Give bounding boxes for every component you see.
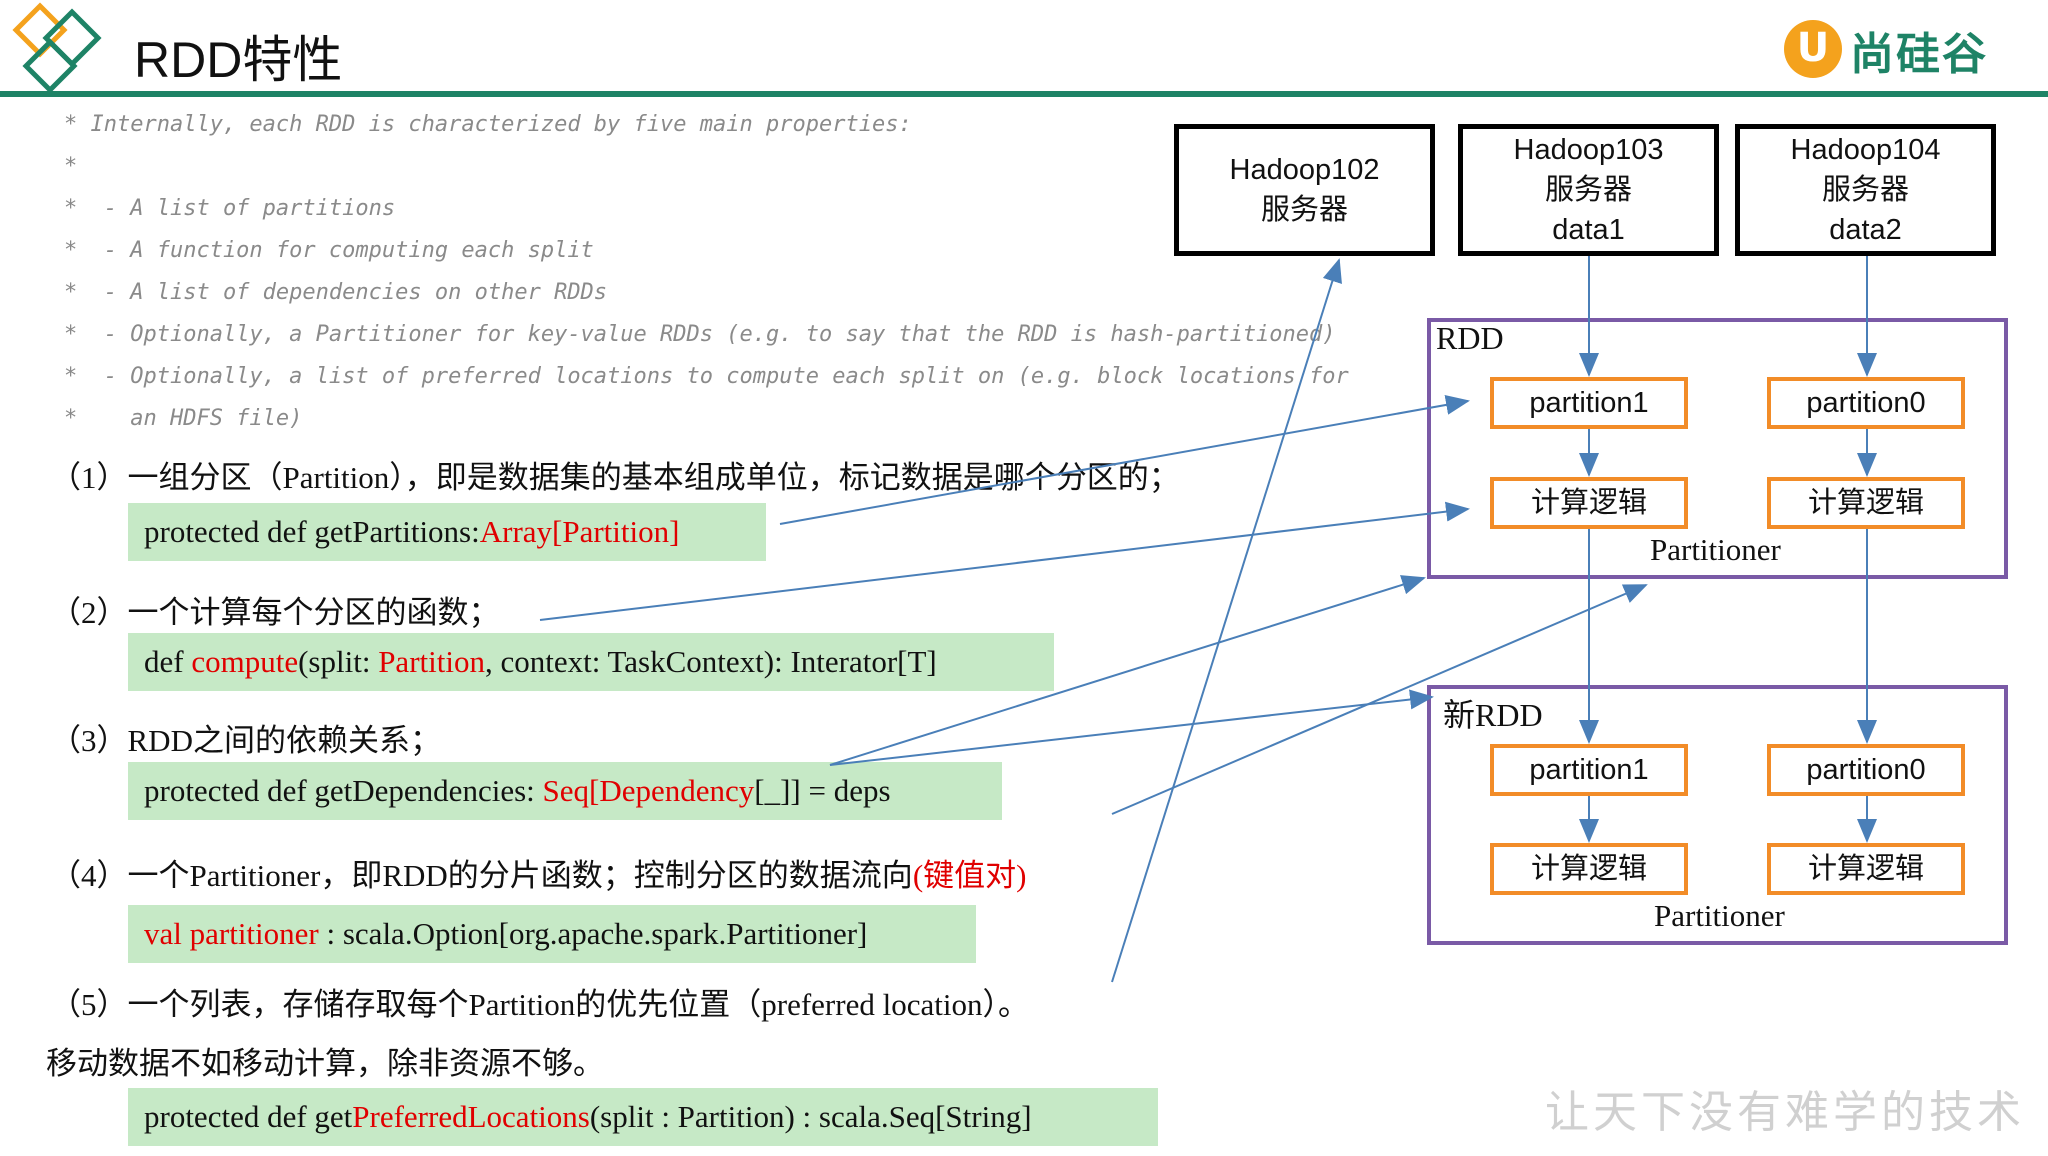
property-2-desc: （2）一个计算每个分区的函数；: [50, 595, 500, 630]
code-text: (split:: [298, 644, 379, 679]
code-text: protected def getPartitions:: [144, 514, 480, 549]
new-rdd-partition1: partition1: [1490, 744, 1688, 796]
code-highlight: Array[Partition]: [479, 514, 680, 549]
server-name: Hadoop103: [1513, 134, 1664, 166]
property-3-desc: （3）RDD之间的依赖关系；: [50, 723, 441, 758]
property-5-desc: （5）一个列表，存储存取每个Partition的优先位置（preferred l…: [50, 987, 1029, 1022]
new-rdd-partitioner-label: Partitioner: [1654, 898, 1785, 933]
server-data: data1: [1552, 214, 1625, 246]
rdd-partitioner-label: Partitioner: [1650, 532, 1781, 567]
code-highlight: Partition: [378, 644, 485, 679]
new-rdd-partition0: partition0: [1767, 744, 1965, 796]
property-5-note: 移动数据不如移动计算，除非资源不够。: [46, 1046, 604, 1081]
code-highlight: val partitioner: [144, 916, 319, 951]
property-4-desc: （4）一个Partitioner，即RDD的分片函数；控制分区的数据流向(键值对…: [50, 850, 1026, 895]
brand-logo-icon: U: [1784, 20, 1842, 78]
code-text: (split : Partition) : scala.Seq[String]: [589, 1099, 1032, 1134]
server-role: 服务器: [1260, 194, 1348, 226]
comment-line: * - A list of dependencies on other RDDs: [64, 280, 608, 305]
rdd-partition0: partition0: [1767, 377, 1965, 429]
server-role: 服务器: [1821, 174, 1909, 206]
property-3-code: protected def getDependencies: Seq[Depen…: [128, 762, 1002, 820]
comment-line: * - A function for computing each split: [64, 238, 594, 263]
code-text: def: [144, 644, 192, 679]
code-highlight: compute: [191, 644, 299, 679]
property-4-code: val partitioner : scala.Option[org.apach…: [128, 905, 976, 963]
new-rdd-label: 新RDD: [1443, 697, 1543, 733]
rdd-logic-0: 计算逻辑: [1767, 477, 1965, 529]
brand-logo-text: 尚硅谷: [1850, 29, 1988, 80]
new-rdd-logic-0: 计算逻辑: [1767, 843, 1965, 895]
server-data: data2: [1829, 214, 1902, 246]
comment-line: * Internally, each RDD is characterized …: [64, 112, 912, 137]
comment-line: * - A list of partitions: [64, 196, 396, 221]
comment-line: * an HDFS file): [64, 406, 303, 431]
comment-line: * - Optionally, a Partitioner for key-va…: [64, 322, 1336, 347]
desc-highlight: (键值对): [912, 858, 1027, 893]
code-text: : scala.Option[org.apache.spark.Partitio…: [318, 916, 868, 951]
code-text: protected def get: [144, 1099, 353, 1134]
header-divider: [0, 91, 2048, 97]
logo-diamond-icon: [12, 2, 102, 92]
server-box-hadoop104: Hadoop104 服务器 data2: [1735, 124, 1996, 256]
code-highlight: Seq[Dependency: [542, 773, 755, 808]
rdd-logic-1: 计算逻辑: [1490, 477, 1688, 529]
watermark-slogan: 让天下没有难学的技术: [1545, 1087, 2025, 1138]
new-rdd-container: [1427, 685, 2008, 945]
arrow-dependencies-to-new-rdd: [829, 689, 1434, 766]
code-highlight: PreferredLocations: [352, 1099, 590, 1134]
rdd-partition1: partition1: [1490, 377, 1688, 429]
code-text: [_]] = deps: [754, 773, 891, 808]
desc-text: （4）一个Partitioner，即RDD的分片函数；控制分区的数据流向: [50, 858, 913, 893]
code-comment-block: * Internally, each RDD is characterized …: [64, 112, 1349, 448]
rdd-label: RDD: [1436, 320, 1504, 356]
property-2-code: def compute(split: Partition, context: T…: [128, 633, 1054, 691]
property-1-code: protected def getPartitions:Array[Partit…: [128, 503, 766, 561]
comment-line: *: [64, 154, 78, 179]
code-text: , context: TaskContext): Interator[T]: [484, 644, 937, 679]
server-box-hadoop102: Hadoop102 服务器: [1174, 124, 1435, 256]
code-text: protected def getDependencies:: [144, 773, 543, 808]
new-rdd-logic-1: 计算逻辑: [1490, 843, 1688, 895]
page-title: RDD特性: [134, 32, 343, 88]
server-name: Hadoop104: [1790, 134, 1941, 166]
server-box-hadoop103: Hadoop103 服务器 data1: [1458, 124, 1719, 256]
comment-line: * - Optionally, a list of preferred loca…: [64, 364, 1349, 389]
server-name: Hadoop102: [1229, 154, 1380, 186]
server-role: 服务器: [1544, 174, 1632, 206]
property-5-code: protected def getPreferredLocations(spli…: [128, 1088, 1158, 1146]
property-1-desc: （1）一组分区（Partition），即是数据集的基本组成单位，标记数据是哪个分…: [50, 460, 1180, 495]
